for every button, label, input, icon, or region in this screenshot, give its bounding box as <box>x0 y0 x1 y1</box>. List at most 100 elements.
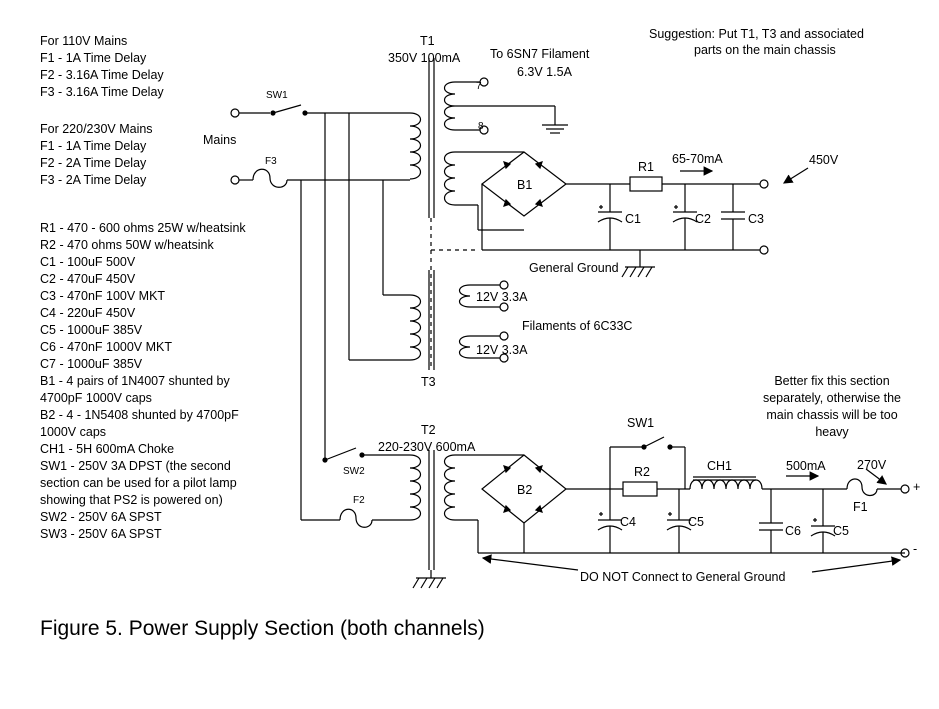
f3-label: F3 <box>265 156 277 167</box>
part-line: C3 - 470nF 100V MKT <box>40 289 166 303</box>
part-line: SW1 - 250V 3A DPST (the second <box>40 459 231 473</box>
part-line: C6 - 470nF 1000V MKT <box>40 340 173 354</box>
t1-filament-label: To 6SN7 Filament <box>490 47 590 61</box>
note-line: For 220/230V Mains <box>40 122 153 136</box>
part-line: C7 - 1000uF 385V <box>40 357 143 371</box>
notes-110v: For 110V Mains F1 - 1A Time Delay F2 - 3… <box>40 33 164 101</box>
better-fix-line: main chassis will be too <box>766 408 898 422</box>
c4-label: C4 <box>620 515 636 529</box>
c5-capacitor-left <box>666 489 692 553</box>
part-line: SW2 - 250V 6A SPST <box>40 510 162 524</box>
note-line: F3 - 2A Time Delay <box>40 173 147 187</box>
c6-capacitor <box>759 489 783 553</box>
current-top-label: 65-70mA <box>672 152 723 166</box>
r2-resistor <box>622 481 658 497</box>
f2-fuse <box>339 508 373 528</box>
t1-label: T1 <box>420 34 435 48</box>
sw1-bottom-switch <box>641 436 673 450</box>
t1-hv-winding <box>443 151 456 206</box>
t3-primary <box>409 294 422 361</box>
general-ground-label: General Ground <box>529 261 619 275</box>
part-line: C4 - 220uF 450V <box>40 306 136 320</box>
c5-left-label: C5 <box>688 515 704 529</box>
b1-bridge <box>481 151 567 217</box>
sw1-switch <box>270 104 308 116</box>
better-fix-line: separately, otherwise the <box>762 391 902 405</box>
general-ground-symbol <box>621 250 655 278</box>
part-line: C2 - 470uF 450V <box>40 272 136 286</box>
t2-rating-label: 220-230V 600mA <box>378 440 476 454</box>
r2-label: R2 <box>634 465 650 479</box>
t3-label: T3 <box>421 375 436 389</box>
part-line: showing that PS2 is powered on) <box>40 493 223 507</box>
pin-7-label: 7 <box>476 81 482 92</box>
out-positive-terminal <box>900 484 910 494</box>
t2-primary <box>409 454 422 521</box>
note-line: F2 - 2A Time Delay <box>40 156 147 170</box>
part-line: C1 - 100uF 500V <box>40 255 136 269</box>
sw2-switch <box>322 447 365 463</box>
r1-resistor <box>629 176 663 192</box>
note-line: F1 - 1A Time Delay <box>40 139 147 153</box>
filaments-label: Filaments of 6C33C <box>522 319 632 333</box>
part-line: C5 - 1000uF 385V <box>40 323 143 337</box>
t3-secondary-1-label: 12V 3.3A <box>476 290 528 304</box>
suggestion-note: Suggestion: Put T1, T3 and associated pa… <box>649 26 899 58</box>
b2-label: B2 <box>517 483 532 497</box>
hv-out-terminal <box>759 179 769 189</box>
suggestion-line: parts on the main chassis <box>694 43 836 57</box>
mains-label: Mains <box>203 133 236 147</box>
c6-label: C6 <box>785 524 801 538</box>
f1-fuse <box>846 478 878 497</box>
part-line: CH1 - 5H 600mA Choke <box>40 442 175 456</box>
hv-out-label: 450V <box>809 153 839 167</box>
r1-label: R1 <box>638 160 654 174</box>
part-line: B1 - 4 pairs of 1N4007 shunted by <box>40 374 230 388</box>
t3-secondary-2-label: 12V 3.3A <box>476 343 528 357</box>
part-line: SW3 - 250V 6A SPST <box>40 527 162 541</box>
minus-label: - <box>913 542 917 556</box>
note-line: For 110V Mains <box>40 34 128 48</box>
t1-transformer <box>409 58 568 370</box>
out-270-label: 270V <box>857 458 887 472</box>
b1-label: B1 <box>517 178 532 192</box>
c2-capacitor <box>672 184 698 250</box>
note-line: F2 - 3.16A Time Delay <box>40 68 164 82</box>
notes-220v: For 220/230V Mains F1 - 1A Time Delay F2… <box>40 121 153 189</box>
t3-secondary-1 <box>458 284 471 308</box>
plus-label: + <box>913 480 920 494</box>
part-line: 4700pF 1000V caps <box>40 391 152 405</box>
t1-filament-rating: 6.3V 1.5A <box>517 65 573 79</box>
suggestion-line: Suggestion: Put T1, T3 and associated <box>649 27 864 41</box>
t3-transformer <box>349 270 509 370</box>
f1-label: F1 <box>853 500 868 514</box>
part-line: R1 - 470 - 600 ohms 25W w/heatsink <box>40 221 246 235</box>
t2-secondary <box>443 454 456 521</box>
c1-capacitor <box>597 184 623 250</box>
part-line: section can be used for a pilot lamp <box>40 476 237 490</box>
t1-primary <box>409 112 422 180</box>
part-line: 1000V caps <box>40 425 107 439</box>
mains-input <box>230 104 410 188</box>
parts-list: R1 - 470 - 600 ohms 25W w/heatsink R2 - … <box>40 220 246 543</box>
t1-rating-label: 350V 100mA <box>388 51 461 65</box>
f2-label: F2 <box>353 495 365 506</box>
pin-8-label: 8 <box>478 121 484 132</box>
part-line: R2 - 470 ohms 50W w/heatsink <box>40 238 214 252</box>
out-negative-terminal <box>900 548 910 558</box>
note-line: F1 - 1A Time Delay <box>40 51 147 65</box>
t3-secondary-2 <box>458 335 471 359</box>
note-line: F3 - 3.16A Time Delay <box>40 85 164 99</box>
better-fix-line: heavy <box>815 425 849 439</box>
c5-right-label: C5 <box>833 524 849 538</box>
mains-terminal-2 <box>230 175 240 185</box>
mains-terminal-1 <box>230 108 240 118</box>
current-bottom-label: 500mA <box>786 459 826 473</box>
better-fix-line: Better fix this section <box>774 374 890 388</box>
t2-transformer <box>409 450 456 589</box>
t2-label: T2 <box>421 423 436 437</box>
c5-capacitor-right <box>810 489 836 553</box>
hv-ground-terminal <box>759 245 769 255</box>
figure-caption: Figure 5. Power Supply Section (both cha… <box>40 617 485 640</box>
